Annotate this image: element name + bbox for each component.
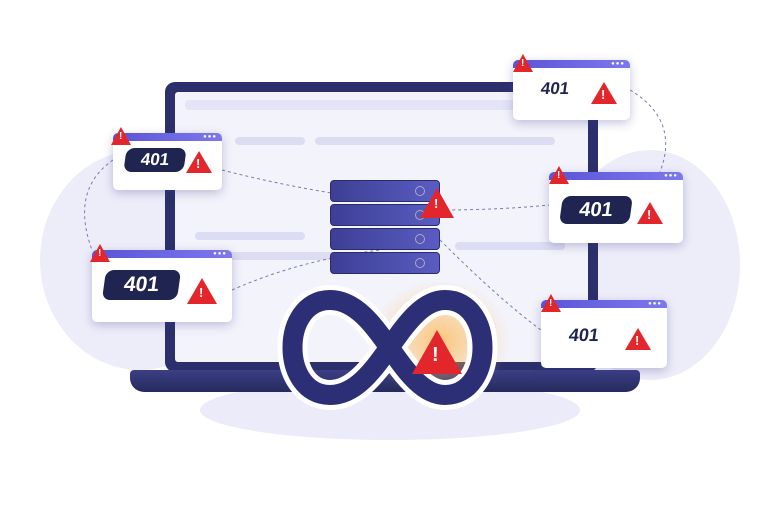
error-popup: ●●● 401 ! ! xyxy=(513,54,630,120)
warning-icon: ! xyxy=(412,330,462,374)
warning-icon: ! xyxy=(90,244,110,262)
warning-icon: ! xyxy=(591,82,617,104)
warning-icon: ! xyxy=(513,54,533,72)
warning-icon: ! xyxy=(625,328,651,350)
warning-icon: ! xyxy=(541,294,561,312)
warning-icon: ! xyxy=(420,188,454,218)
error-code: 401 xyxy=(123,148,187,172)
warning-icon: ! xyxy=(637,202,663,224)
warning-icon: ! xyxy=(111,127,131,145)
error-code: 401 xyxy=(523,77,587,101)
laptop-base xyxy=(130,370,640,392)
error-popup: ●●● 401 ! ! xyxy=(90,244,232,322)
error-popup: ●●● 401 ! ! xyxy=(541,294,667,368)
error-popup: ●●● 401 ! ! xyxy=(111,127,222,190)
warning-icon: ! xyxy=(549,166,569,184)
error-code: 401 xyxy=(551,322,617,348)
error-code: 401 xyxy=(559,196,633,224)
error-code: 401 xyxy=(101,270,182,300)
warning-icon: ! xyxy=(186,151,212,173)
warning-icon: ! xyxy=(187,278,217,304)
error-popup: ●●● 401 ! ! xyxy=(549,166,683,243)
